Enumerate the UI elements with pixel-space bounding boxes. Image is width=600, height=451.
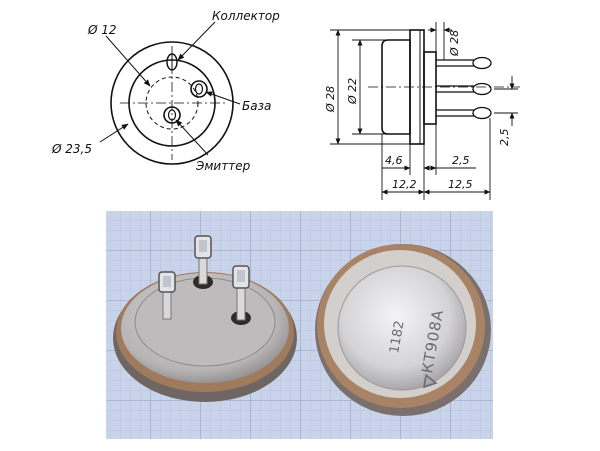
transistor-bottom-view [113, 235, 297, 402]
base-pin [190, 80, 208, 98]
dim-12-5: 12,5 [448, 178, 473, 191]
front-view [99, 21, 241, 165]
dim-28-flange: Ø 28 [448, 30, 461, 57]
transistor-top-view: КТ908А 1182 [315, 244, 491, 416]
side-view [330, 22, 520, 200]
manufacturer-logo [423, 373, 438, 389]
header-base [423, 51, 437, 125]
dim-4-6: 4,6 [385, 154, 403, 167]
outer-flange-circle [110, 41, 234, 165]
emitter-label: Эмиттер [195, 159, 251, 173]
diameter-12-label: Ø 12 [87, 23, 117, 37]
base-label: База [242, 99, 271, 113]
dim-12-2: 12,2 [392, 178, 417, 191]
diameter-23-5-label: Ø 23,5 [51, 142, 92, 156]
date-marking: 1182 [387, 319, 408, 354]
side-pins [436, 56, 492, 120]
dim-28-body: Ø 28 [324, 86, 337, 113]
dim-2-5-bottom: 2,5 [452, 154, 470, 167]
collector-label: Коллектор [212, 9, 280, 23]
dim-2-5-right: 2,5 [498, 129, 511, 147]
dim-22: Ø 22 [346, 78, 359, 105]
photo-panel: КТ908А 1182 [106, 211, 493, 439]
